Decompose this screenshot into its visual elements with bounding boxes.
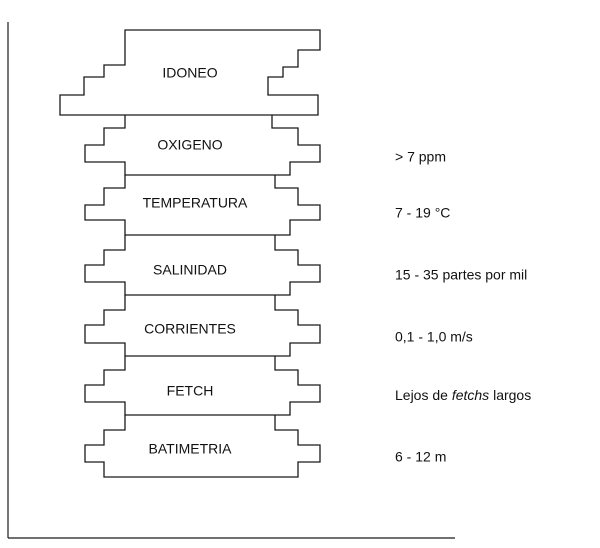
block-salinidad-outline (84, 235, 321, 296)
criterion-fetch-prefix: Lejos de (395, 387, 452, 403)
block-corrientes: CORRIENTES (84, 295, 321, 357)
block-salinidad: SALINIDAD (84, 235, 321, 296)
block-stack: IDONEO OXIGENO > 7 ppm TEMPERATURA 7 - 1… (59, 29, 531, 478)
block-corrientes-label: CORRIENTES (144, 321, 236, 337)
block-fetch-label: FETCH (167, 383, 214, 399)
criterion-fetch-italic: fetchs (452, 387, 489, 403)
block-idoneo-label: IDONEO (162, 65, 217, 81)
block-idoneo: IDONEO (59, 29, 321, 116)
block-temperatura: TEMPERATURA (84, 175, 321, 236)
criterion-fetch: Lejos de fetchs largos (395, 387, 531, 403)
block-salinidad-label: SALINIDAD (153, 262, 227, 278)
block-oxigeno-outline (84, 115, 321, 176)
block-batimetria-label: BATIMETRIA (149, 441, 233, 457)
block-temperatura-label: TEMPERATURA (143, 195, 248, 211)
criterion-batimetria: 6 - 12 m (395, 449, 446, 465)
block-temperatura-outline (84, 175, 321, 236)
criterion-temperatura: 7 - 19 °C (395, 205, 450, 221)
criterion-fetch-suffix: largos (489, 387, 531, 403)
block-idoneo-outline (59, 29, 321, 116)
criterion-oxigeno: > 7 ppm (395, 149, 446, 165)
block-fetch-outline (84, 356, 321, 416)
criterion-corrientes: 0,1 - 1,0 m/s (395, 329, 473, 345)
block-corrientes-outline (84, 295, 321, 357)
block-oxigeno: OXIGENO (84, 115, 321, 176)
block-batimetria-outline (84, 415, 321, 478)
block-batimetria: BATIMETRIA (84, 415, 321, 478)
block-oxigeno-label: OXIGENO (157, 137, 222, 153)
criterion-salinidad: 15 - 35 partes por mil (395, 267, 527, 283)
block-fetch: FETCH (84, 356, 321, 416)
